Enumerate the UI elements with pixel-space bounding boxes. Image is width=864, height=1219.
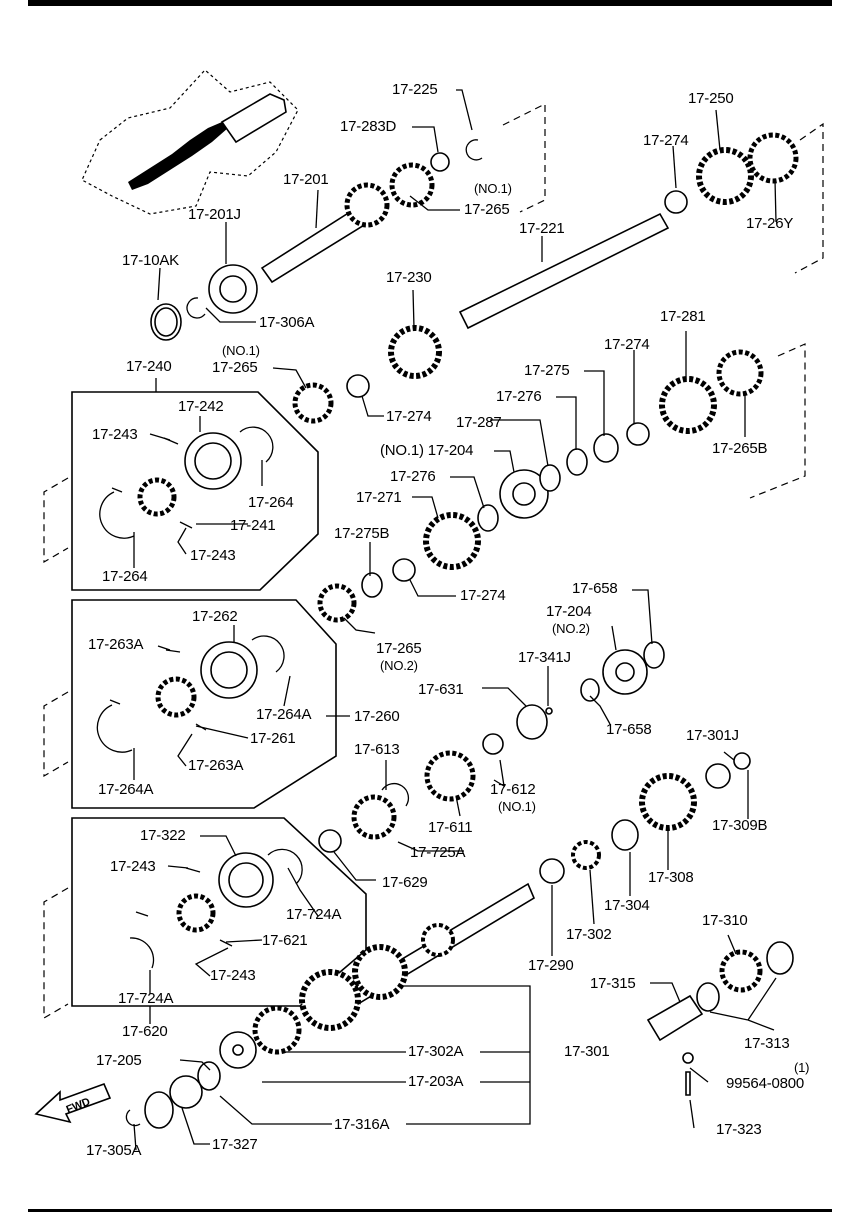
snap-rings [96,139,483,1127]
label-17-205: 17-205 [96,1052,142,1069]
label-17-313: 17-313 [744,1035,790,1052]
label-17-621: 17-621 [262,932,308,949]
label-17-316A: 17-316A [334,1116,390,1133]
label-17-304: 17-304 [604,897,650,914]
label-17-243-d: 17-243 [210,967,256,984]
label-17-265B: 17-265B [712,440,768,457]
label-17-725A: 17-725A [410,844,466,861]
label-17-322: 17-322 [140,827,186,844]
transmission-inset [81,69,299,215]
label-17-240: 17-240 [126,358,172,375]
label-17-274-b: 17-274 [386,408,432,425]
label-17-308: 17-308 [648,869,694,886]
label-17-323: 17-323 [716,1121,762,1138]
label-17-265-mid: 17-265 [212,359,258,376]
label-17-262: 17-262 [192,608,238,625]
bottom-rule [28,1209,832,1212]
gear-set [137,132,799,1055]
label-17-290: 17-290 [528,957,574,974]
reverse-idler-shaft [646,994,704,1042]
label-17-724A-b: 17-724A [118,990,174,1007]
label-17-263A-b: 17-263A [188,757,244,774]
label-17-230: 17-230 [386,269,432,286]
label-17-724A-a: 17-724A [286,906,342,923]
bearings-rings [144,152,794,1129]
label-17-241: 17-241 [230,517,276,534]
label-17-263A-a: 17-263A [88,636,144,653]
label-17-305A: 17-305A [86,1142,142,1159]
label-17-265-mid-sub: (NO.1) [222,343,260,358]
label-17-201: 17-201 [283,171,329,188]
label-17-612-sub: (NO.1) [498,799,536,814]
label-17-264-a: 17-264 [248,494,294,511]
label-17-276-b: 17-276 [390,468,436,485]
label-17-271: 17-271 [356,489,402,506]
label-17-281: 17-281 [660,308,706,325]
label-17-265-top: 17-265 [464,201,510,218]
label-17-302A: 17-302A [408,1043,464,1060]
label-17-201J: 17-201J [188,206,241,223]
label-17-658-a: 17-658 [572,580,618,597]
label-17-243-c: 17-243 [110,858,156,875]
label-99564-0800: 99564-0800 [726,1075,805,1092]
top-rule [28,0,832,6]
sync-box-17-620 [71,817,367,1007]
label-17-629: 17-629 [382,874,428,891]
label-17-275B: 17-275B [334,525,390,542]
label-17-327: 17-327 [212,1136,258,1153]
label-17-261: 17-261 [250,730,296,747]
label-17-306A: 17-306A [259,314,315,331]
label-17-242: 17-242 [178,398,224,415]
sync-box-17-240 [71,391,319,591]
label-17-341J: 17-341J [518,649,571,666]
label-17-620: 17-620 [122,1023,168,1040]
label-17-631: 17-631 [418,681,464,698]
label-17-243-b: 17-243 [190,547,236,564]
label-17-283D: 17-283D [340,118,397,135]
label-17-10AK: 17-10AK [122,252,179,269]
label-17-287: 17-287 [456,414,502,431]
label-17-265-no2: 17-265 [376,640,422,657]
label-17-658-b: 17-658 [606,721,652,738]
label-17-265-no2-sub: (NO.2) [380,658,418,673]
label-17-260: 17-260 [354,708,400,725]
label-17-301J: 17-301J [686,727,739,744]
label-17-302: 17-302 [566,926,612,943]
label-17-26Y: 17-26Y [746,215,794,232]
label-17-265-no1-top-sub: (NO.1) [474,181,512,196]
label-17-264A-a: 17-264A [256,706,312,723]
label-17-225: 17-225 [392,81,438,98]
label-17-301: 17-301 [564,1043,610,1060]
label-17-310: 17-310 [702,912,748,929]
label-17-612: 17-612 [490,781,536,798]
label-17-250: 17-250 [688,90,734,107]
label-17-276-a: 17-276 [496,388,542,405]
label-17-221: 17-221 [519,220,565,237]
sync-box-17-260 [71,599,337,809]
label-17-611: 17-611 [428,819,473,836]
label-17-204-no2: 17-204 [546,603,592,620]
label-17-264A-b: 17-264A [98,781,154,798]
label-qty-1: (1) [794,1060,810,1075]
label-17-315: 17-315 [590,975,636,992]
label-17-274-a: 17-274 [643,132,689,149]
label-17-613: 17-613 [354,741,400,758]
main-shaft [458,212,670,330]
label-17-203A: 17-203A [408,1073,464,1090]
label-17-275: 17-275 [524,362,570,379]
label-17-309B: 17-309B [712,817,768,834]
leader-lines [133,89,777,1151]
label-17-264-b: 17-264 [102,568,148,585]
label-17-274-d: 17-274 [460,587,506,604]
label-17-274-c: 17-274 [604,336,650,353]
label-17-204-no2-sub: (NO.2) [552,621,590,636]
label-17-204-no1: (NO.1) 17-204 [380,442,474,459]
label-17-243-a: 17-243 [92,426,138,443]
fwd-arrow [34,1082,112,1124]
